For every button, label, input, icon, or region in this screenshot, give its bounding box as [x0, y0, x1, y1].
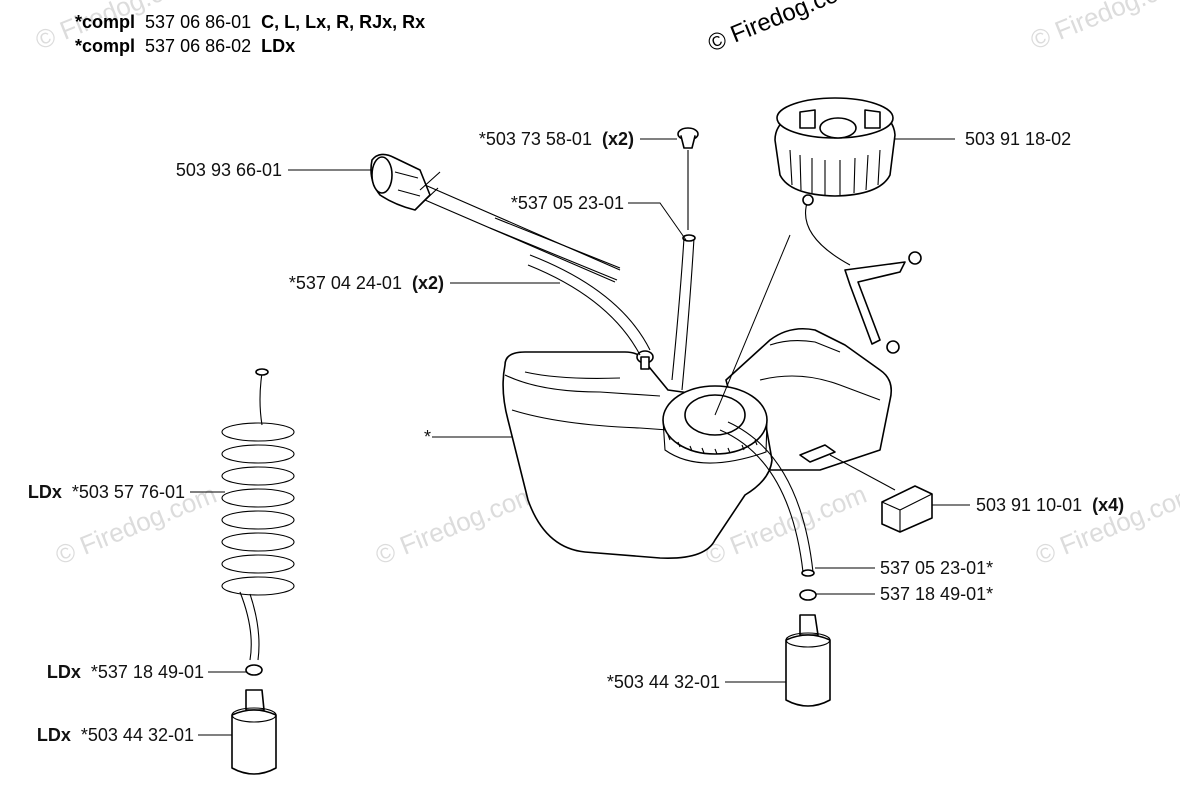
header-line-2: *compl 537 06 86-02 LDx — [75, 36, 295, 56]
part-number: 537 18 49-01* — [880, 584, 993, 604]
part-number: * — [424, 427, 431, 447]
part-number: *537 18 49-01 — [91, 662, 204, 682]
part-number: *503 57 76-01 — [72, 482, 185, 502]
callout-vent-hoses: *537 04 24-01 (x2) — [289, 273, 444, 293]
center-fuel-hose-drawing — [671, 234, 696, 391]
quantity: (x2) — [602, 129, 634, 149]
model-prefix: LDx — [47, 662, 81, 682]
part-number: 503 91 10-01 — [976, 495, 1082, 515]
model-prefix: LDx — [37, 725, 71, 745]
header-prefix: *compl — [75, 36, 135, 56]
right-fuel-hose-drawing — [719, 421, 831, 707]
header-models: LDx — [261, 36, 295, 56]
callout-right-oring: 537 18 49-01* — [880, 584, 993, 604]
part-number: *503 44 32-01 — [81, 725, 194, 745]
quantity: (x4) — [1092, 495, 1124, 515]
callout-fuel-cap: 503 91 18-02 — [965, 129, 1071, 149]
header-prefix: *compl — [75, 12, 135, 32]
part-number: 503 93 66-01 — [176, 160, 282, 180]
header-part-number: 537 06 86-01 — [145, 12, 251, 32]
callout-coil-hose: LDx *503 57 76-01 — [28, 482, 185, 502]
callout-rubber-mount: 503 91 10-01 (x4) — [976, 495, 1124, 515]
callout-center-filter: *503 44 32-01 — [607, 672, 720, 692]
callout-fuel-tank: * — [424, 427, 431, 447]
header-models: C, L, Lx, R, RJx, Rx — [261, 12, 425, 32]
callout-grommet: *503 73 58-01 (x2) — [479, 129, 634, 149]
fuel-tank-drawing — [502, 327, 893, 559]
part-number: 503 91 18-02 — [965, 129, 1071, 149]
callout-fuel-pump: 503 93 66-01 — [176, 160, 282, 180]
callout-center-fuel-hose: *537 05 23-01 — [511, 193, 624, 213]
coil-hose-drawing — [221, 368, 295, 775]
part-number: *537 04 24-01 — [289, 273, 402, 293]
header-part-number: 537 06 86-02 — [145, 36, 251, 56]
leader-lines — [190, 138, 970, 736]
vent-hoses-drawing — [489, 217, 651, 356]
callout-left-oring: LDx *537 18 49-01 — [47, 662, 204, 682]
model-prefix: LDx — [28, 482, 62, 502]
part-number: *503 44 32-01 — [607, 672, 720, 692]
callout-right-fuel-hose: 537 05 23-01* — [880, 558, 993, 578]
quantity: (x2) — [412, 273, 444, 293]
part-number: *537 05 23-01 — [511, 193, 624, 213]
grommet-drawing — [677, 127, 699, 230]
part-number: 537 05 23-01* — [880, 558, 993, 578]
watermark-text: © Firedog.com — [1026, 0, 1180, 56]
copyright-notice: © Firedog.com — [704, 0, 860, 58]
watermark-text: © Firedog.com — [371, 479, 541, 571]
watermark-text: © Firedog.com — [1031, 479, 1180, 571]
fuel-cap-drawing — [774, 97, 922, 354]
fuel-pump-drawing — [370, 153, 621, 283]
part-number: *503 73 58-01 — [479, 129, 592, 149]
header-line-1: *compl 537 06 86-01 C, L, Lx, R, RJx, Rx — [75, 12, 425, 32]
rubber-mount-drawing — [829, 454, 933, 533]
callout-left-filter: LDx *503 44 32-01 — [37, 725, 194, 745]
